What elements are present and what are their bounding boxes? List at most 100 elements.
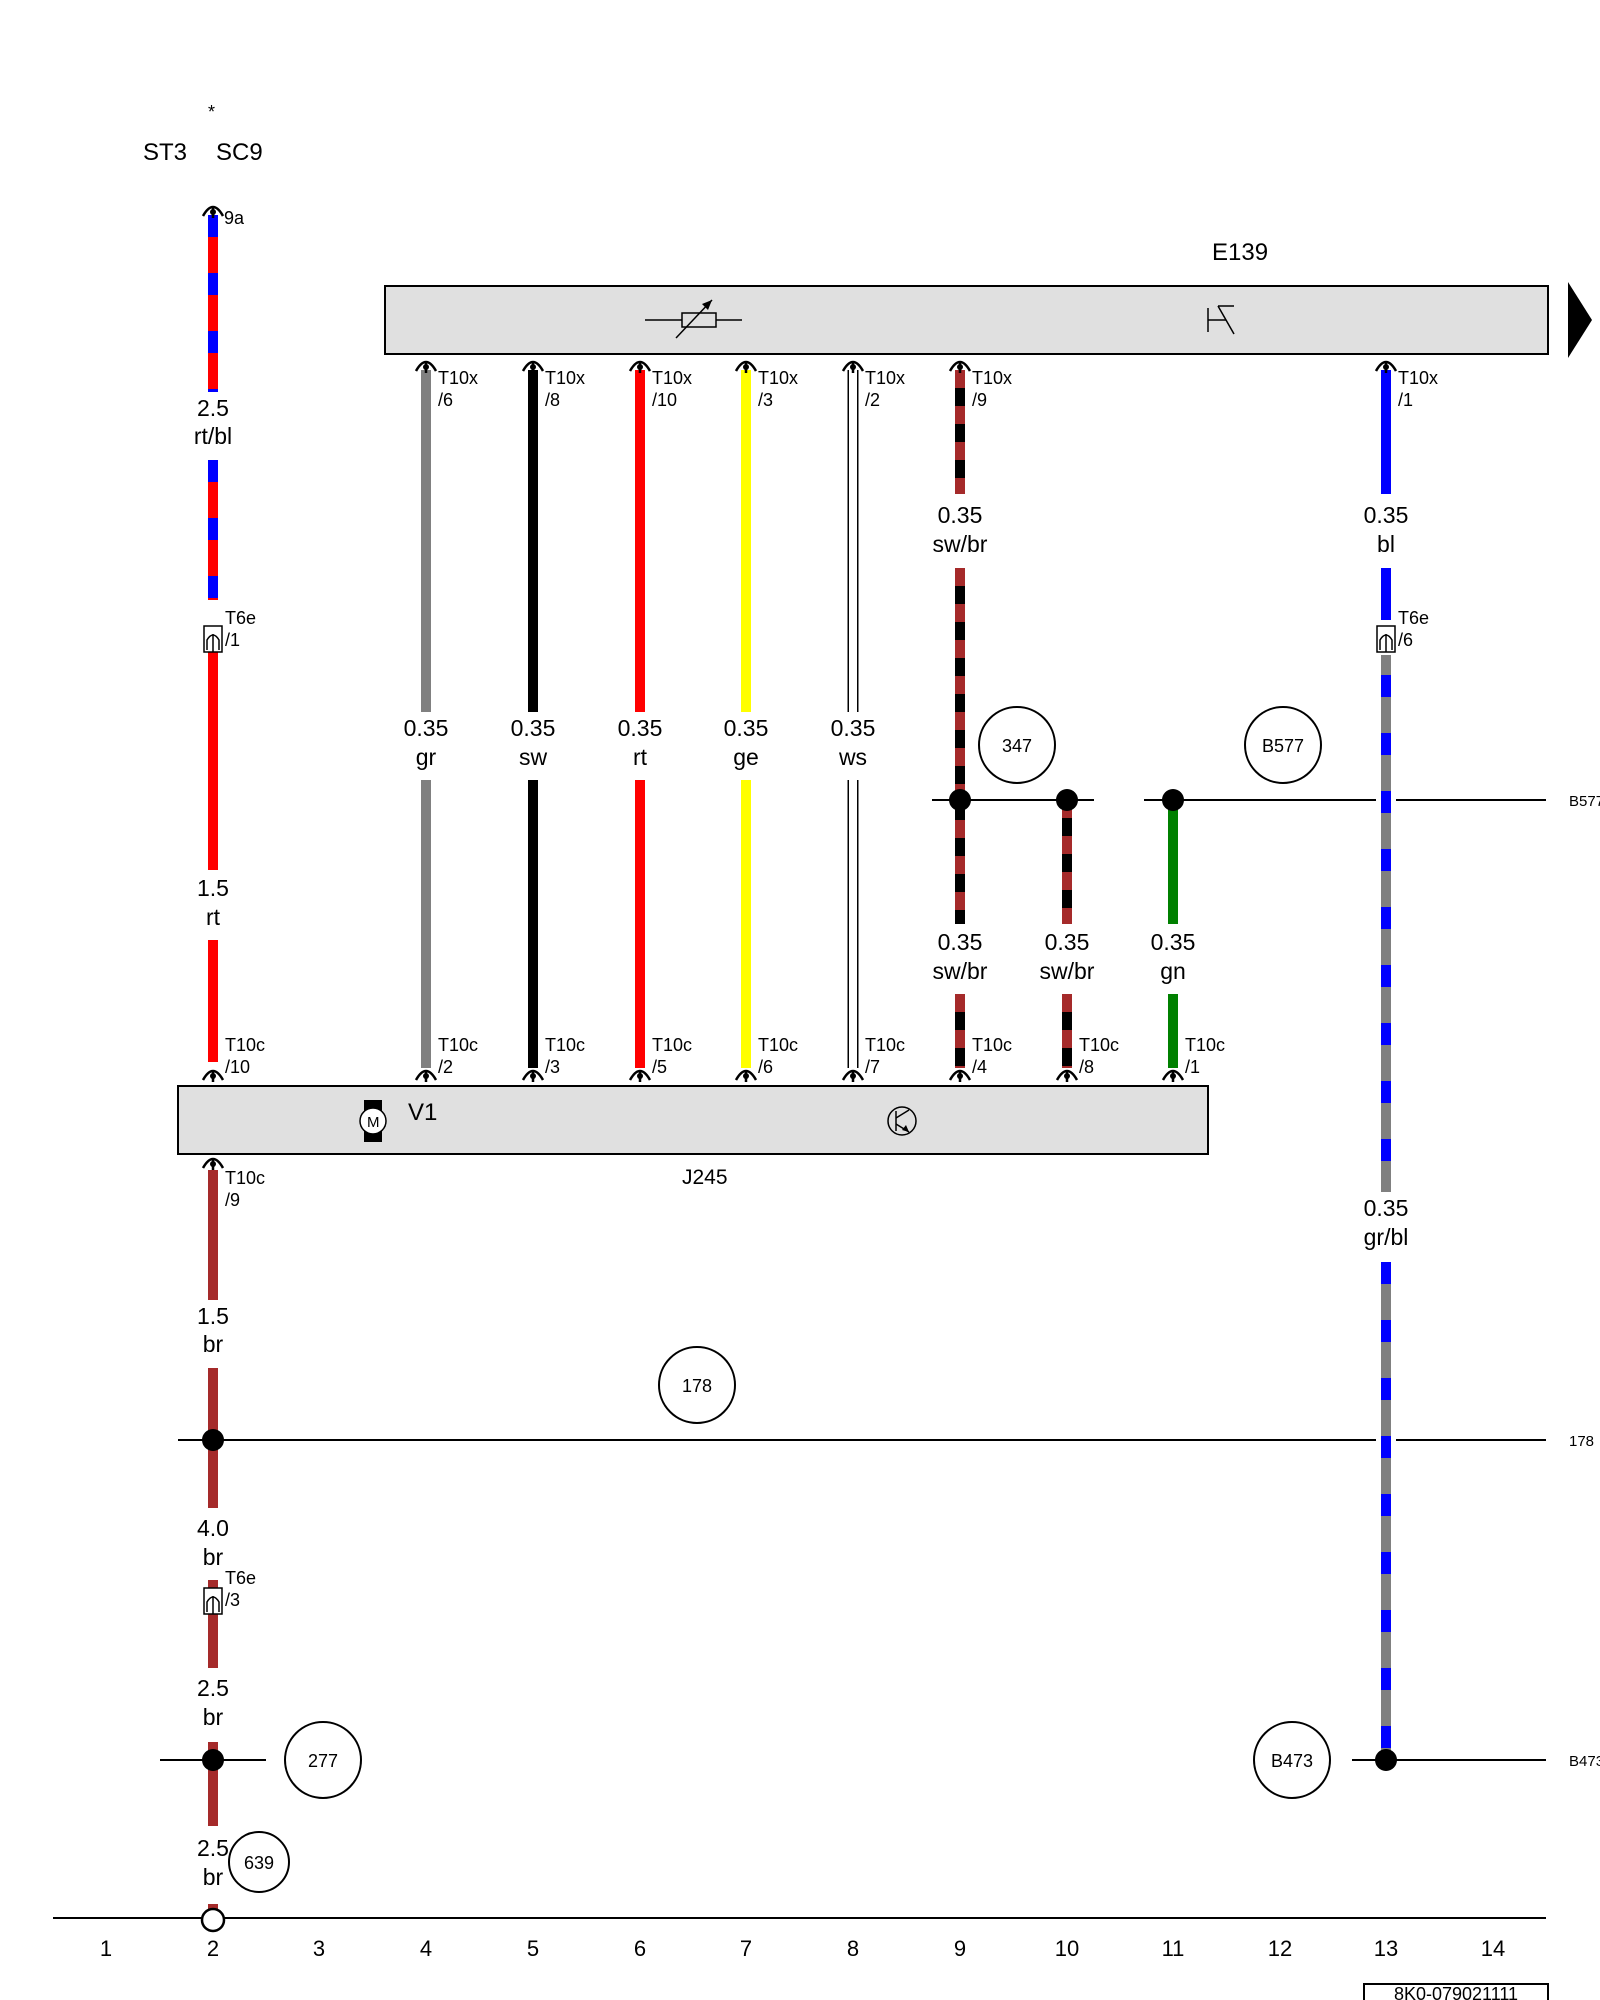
pin-name: T10x: [972, 368, 1012, 388]
connector-pin-icon: [1055, 1069, 1079, 1082]
wire-size: 0.35: [511, 715, 556, 741]
connector-pin: /6: [1398, 630, 1413, 650]
bus-277: [160, 1749, 266, 1771]
connector-pin-symbols: [201, 205, 1398, 1170]
column-number: 2: [207, 1936, 219, 1961]
pin-number: /8: [1079, 1057, 1094, 1077]
ref-347: 347: [1002, 736, 1032, 756]
pin-name: T10c: [652, 1035, 692, 1055]
bus-178: [178, 1429, 1546, 1451]
wire-size: 0.35: [1364, 1195, 1409, 1221]
pin-name: T10x: [865, 368, 905, 388]
pin-name: T10c: [438, 1035, 478, 1055]
wire-color: rt/bl: [194, 423, 232, 449]
bus-b473: [1352, 1749, 1546, 1771]
column-number: 12: [1268, 1936, 1292, 1961]
component-label-e139: E139: [1212, 239, 1268, 266]
column-number: 11: [1162, 1936, 1185, 1961]
wire-size: 2.5: [197, 1835, 229, 1861]
connector-pin-icon: [414, 1069, 438, 1082]
edge-ref-b473: B473: [1569, 1753, 1600, 1770]
wire-size: 0.35: [1045, 929, 1090, 955]
pin-number: /9: [225, 1190, 240, 1210]
connector-pin-icon: [414, 360, 438, 373]
pin-name: T10c: [225, 1035, 265, 1055]
pin-name: T10c: [1185, 1035, 1225, 1055]
wire-color: sw/br: [933, 958, 988, 984]
wire-color: gr/bl: [1364, 1224, 1409, 1250]
wire-size: 1.5: [197, 875, 229, 901]
component-j245: [177, 1085, 1209, 1155]
column-number: 9: [954, 1936, 966, 1961]
motor-icon: [359, 1100, 387, 1142]
edge-ref-178: 178: [1569, 1433, 1594, 1450]
wire-color: sw/br: [933, 531, 988, 557]
star-marker: *: [208, 102, 215, 122]
column-number: 4: [420, 1936, 432, 1961]
document-number-box: 8K0-079021111: [1363, 1983, 1549, 2000]
pin-number: /9: [972, 390, 987, 410]
wire-color: bl: [1377, 531, 1395, 557]
pin-number: /1: [1185, 1057, 1200, 1077]
connector-name: T6e: [225, 608, 256, 628]
ref-178: 178: [682, 1376, 712, 1396]
wire-size: 0.35: [938, 502, 983, 528]
edge-ref-b577: B577: [1569, 793, 1600, 810]
wire-size: 0.35: [618, 715, 663, 741]
column-number: 7: [740, 1936, 752, 1961]
connector-pin-icon: [734, 1069, 758, 1082]
wire-color: sw: [519, 744, 548, 770]
pin-number: /3: [758, 390, 773, 410]
pin-number: /3: [545, 1057, 560, 1077]
component-e139: [384, 285, 1549, 355]
wire-size: 0.35: [938, 929, 983, 955]
column-numbers: 1 2 3 4 5 6 7 8 9 10 11 12 13 14: [100, 1936, 1505, 1961]
connector-name: T6e: [1398, 608, 1429, 628]
wire-color: br: [203, 1864, 224, 1890]
edge-refs: B577 178 B473: [1569, 793, 1600, 1770]
top-pin-labels: T10x /6 T10x /8 T10x /10 T10x /3 T10x /2…: [438, 368, 1438, 410]
pin-number: /10: [225, 1057, 250, 1077]
variable-resistor-icon: [645, 299, 742, 339]
pin-number: /5: [652, 1057, 667, 1077]
wire-color: gr: [416, 744, 437, 770]
column-number: 3: [313, 1936, 325, 1961]
connector-name: T6e: [225, 1568, 256, 1588]
connector-pin-icon: [201, 1069, 225, 1082]
wire-color: ws: [838, 744, 867, 770]
pin-name: T10x: [438, 368, 478, 388]
connector-pin-icon: [521, 1069, 545, 1082]
label-sc9: SC9: [216, 139, 263, 166]
wire-size: 1.5: [197, 1303, 229, 1329]
pin-number: /2: [865, 390, 880, 410]
column-number: 13: [1374, 1936, 1398, 1961]
continuation-arrow-icon: [1568, 282, 1592, 358]
connector-pin-icon: [841, 1069, 865, 1082]
pin-number: /2: [438, 1057, 453, 1077]
ref-b577: B577: [1262, 736, 1304, 756]
column-number: 1: [100, 1936, 112, 1961]
connector-pin-icon: [948, 1069, 972, 1082]
fuse-pin-label: 9a: [224, 208, 245, 228]
wire-size: 4.0: [197, 1515, 229, 1541]
wire-color: ge: [733, 744, 759, 770]
connector-pin-icon: [734, 360, 758, 373]
t6e-connector-6: [1376, 625, 1396, 653]
ground-line: [53, 1907, 1546, 1933]
pin-name: T10x: [545, 368, 585, 388]
column-number: 5: [527, 1936, 539, 1961]
column-number: 8: [847, 1936, 859, 1961]
pin-number: /6: [438, 390, 453, 410]
connector-pin-icon: [521, 360, 545, 373]
pin-number: /1: [1398, 390, 1413, 410]
ref-639: 639: [244, 1853, 274, 1873]
pin-number: /4: [972, 1057, 987, 1077]
ref-b473: B473: [1271, 1751, 1313, 1771]
pin-number: /10: [652, 390, 677, 410]
connector-pin-icon: [201, 1157, 225, 1170]
wire-color: rt: [206, 904, 221, 930]
wire-color: br: [203, 1331, 224, 1357]
switch-icon: [1207, 305, 1235, 335]
wire-color: br: [203, 1704, 224, 1730]
